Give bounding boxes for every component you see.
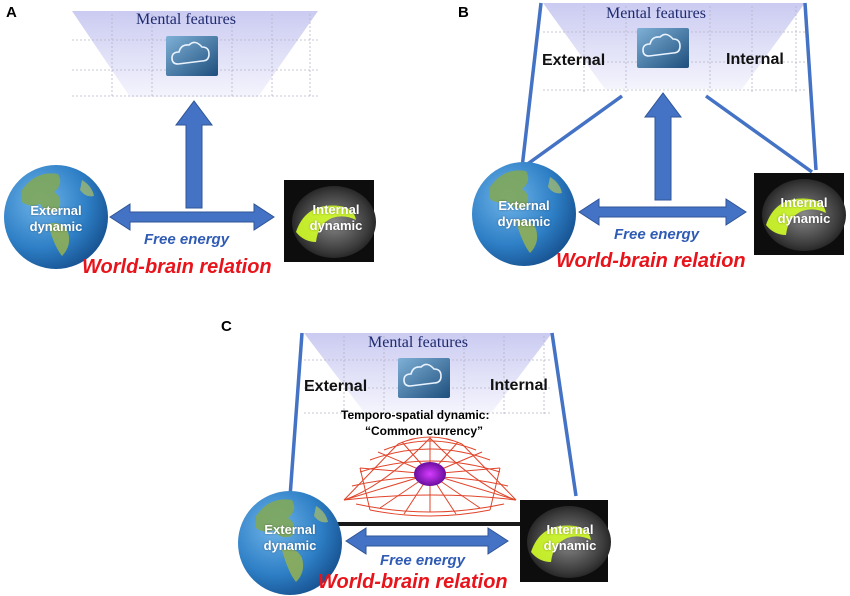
panel-a <box>4 11 376 269</box>
mesh-grid-icon <box>343 436 517 517</box>
panel-c-temporo-spatial-title: Temporo-spatial dynamic: <box>341 408 490 422</box>
panel-c-free-energy: Free energy <box>380 552 466 569</box>
panel-a-world-brain-relation: World-brain relation <box>82 256 272 278</box>
upward-arrow <box>644 92 682 201</box>
panel-c <box>238 332 611 595</box>
panel-b-letter: B <box>458 4 469 21</box>
brain-mri-icon <box>284 180 376 262</box>
panel-c-world-brain-relation: World-brain relation <box>318 571 508 593</box>
panel-a-external-dynamic: External dynamic <box>29 203 83 234</box>
panel-c-internal-dynamic: Internal dynamic <box>543 522 597 553</box>
panel-b-free-energy: Free energy <box>614 226 700 243</box>
panel-b-internal-dynamic: Internal dynamic <box>777 195 831 226</box>
panel-c-external-dynamic: External dynamic <box>263 522 317 553</box>
panel-a-free-energy: Free energy <box>144 231 230 248</box>
panel-c-mental-features: Mental features <box>368 334 468 351</box>
panel-b-internal-label: Internal <box>726 51 784 68</box>
cloud-icon <box>637 28 689 68</box>
panel-a-internal-dynamic: Internal dynamic <box>309 202 363 233</box>
globe-icon <box>472 162 576 266</box>
connector-lines <box>520 2 818 174</box>
panel-c-internal-label: Internal <box>490 377 548 394</box>
upward-arrow <box>175 100 213 209</box>
panel-b-mental-features: Mental features <box>606 5 706 22</box>
panel-b-external-dynamic: External dynamic <box>497 198 551 229</box>
brain-mri-icon <box>520 500 611 582</box>
panel-a-letter: A <box>6 4 17 21</box>
double-arrow <box>109 203 275 231</box>
panel-c-common-currency: “Common currency” <box>365 424 484 438</box>
globe-icon <box>238 491 342 595</box>
panel-b <box>472 2 846 266</box>
globe-icon <box>4 165 108 269</box>
connector-lines <box>288 332 578 498</box>
baseline-bar <box>330 522 540 526</box>
panel-c-external-label: External <box>304 378 368 395</box>
double-arrow <box>578 198 747 226</box>
double-arrow <box>345 527 509 555</box>
cloud-icon <box>166 36 218 76</box>
cloud-icon <box>398 358 450 398</box>
panel-b-external-label: External <box>542 52 606 69</box>
panel-b-world-brain-relation: World-brain relation <box>556 250 746 272</box>
brain-mri-icon <box>754 173 846 255</box>
panel-a-mental-features: Mental features <box>136 11 236 28</box>
panel-c-letter: C <box>221 318 232 335</box>
